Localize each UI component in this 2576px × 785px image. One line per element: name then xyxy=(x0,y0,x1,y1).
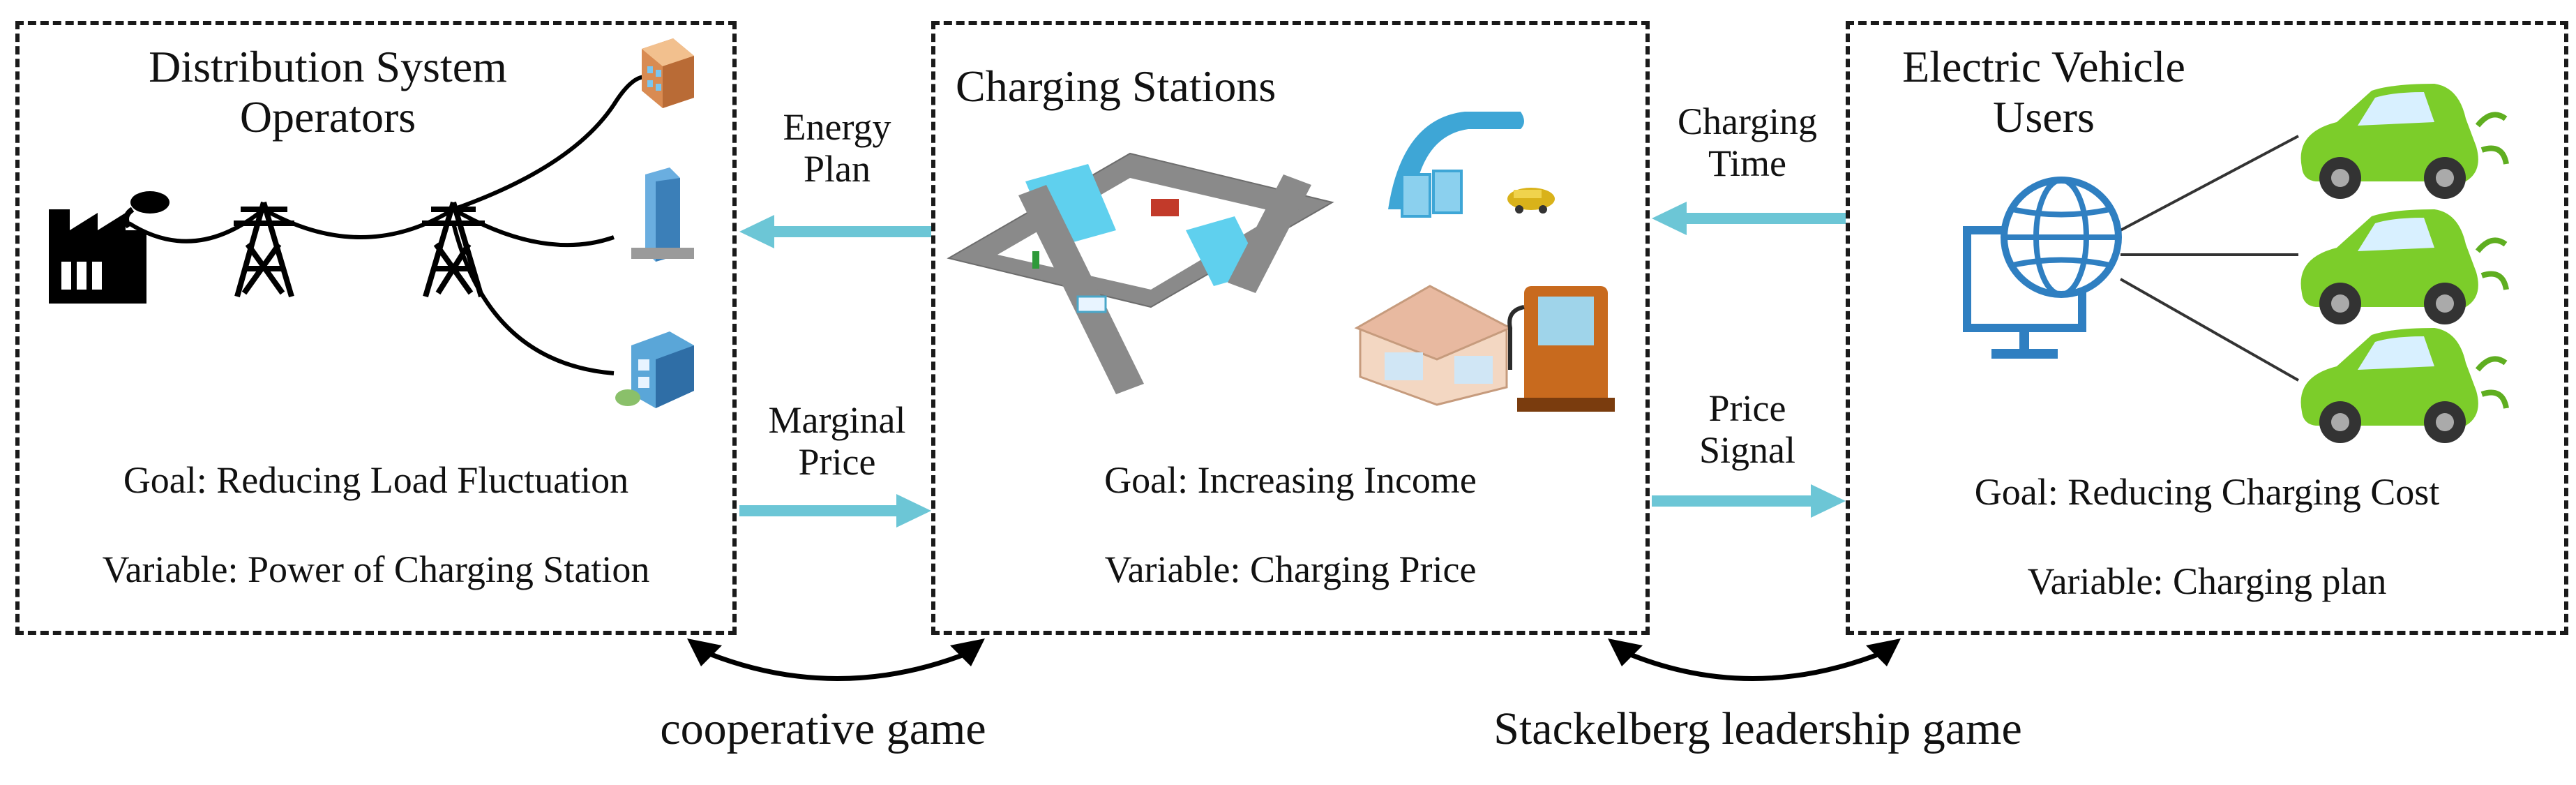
price-signal-label: Price Signal xyxy=(1660,387,1835,472)
transmission-tower-icon xyxy=(234,201,294,298)
factory-icon xyxy=(49,191,170,304)
cooperative-game-arc xyxy=(687,638,985,681)
power-line xyxy=(128,207,615,248)
electric-car-icon xyxy=(2300,328,2509,443)
price-signal-arrow xyxy=(1652,484,1846,518)
ev-title-line2: Users xyxy=(1993,91,2095,142)
electric-car-icon xyxy=(2300,209,2509,324)
energy-plan-label: Energy Plan xyxy=(753,106,921,190)
dso-title-line1: Distribution System xyxy=(149,42,507,91)
charging-time-arrow xyxy=(1652,202,1846,235)
ev-variable: Variable: Charging plan xyxy=(2027,560,2387,602)
dso-box xyxy=(15,21,737,635)
apartment-building-icon xyxy=(642,38,694,108)
power-line-to-building-3 xyxy=(451,223,615,375)
energy-plan-line2: Plan xyxy=(803,148,871,190)
stackelberg-game-label: Stackelberg leadership game xyxy=(1493,703,2022,754)
marginal-price-line1: Marginal xyxy=(768,399,906,441)
energy-plan-line1: Energy xyxy=(783,106,891,148)
bus-marker xyxy=(1076,295,1107,313)
dso-goal: Goal: Reducing Load Fluctuation xyxy=(123,459,629,501)
power-grid-illustration xyxy=(49,38,694,408)
ev-title: Electric Vehicle Users xyxy=(1855,42,2232,142)
cs-goal: Goal: Increasing Income xyxy=(1104,459,1477,501)
charging-time-line1: Charging xyxy=(1678,100,1817,142)
dso-title-line2: Operators xyxy=(239,91,416,142)
office-tower-icon xyxy=(631,167,694,262)
ev-goal: Goal: Reducing Charging Cost xyxy=(1974,471,2440,513)
fuel-pump-icon xyxy=(1507,286,1615,412)
stackelberg-game-arc xyxy=(1608,638,1901,681)
globe-monitor-icon xyxy=(1963,177,2122,359)
dso-title: Distribution System Operators xyxy=(84,42,572,142)
cs-title: Charging Stations xyxy=(956,61,1276,111)
ev-title-line1: Electric Vehicle xyxy=(1902,42,2185,91)
service-station-icon xyxy=(1354,285,1513,406)
charging-time-label: Charging Time xyxy=(1660,100,1835,185)
ev-users-box xyxy=(1846,21,2568,635)
marginal-price-line2: Price xyxy=(798,441,876,484)
power-line-to-building-1 xyxy=(453,75,646,211)
cs-variable: Variable: Charging Price xyxy=(1104,548,1477,590)
charging-stations-box xyxy=(931,21,1650,635)
price-signal-line1: Price xyxy=(1708,387,1786,429)
electric-car-icon xyxy=(2300,84,2509,199)
marginal-price-arrow xyxy=(739,494,931,528)
gas-station-icon xyxy=(1388,112,1555,218)
charging-time-line2: Time xyxy=(1708,142,1787,185)
price-signal-line2: Signal xyxy=(1698,429,1795,472)
marginal-price-label: Marginal Price xyxy=(750,399,924,484)
house-building-icon xyxy=(615,331,694,408)
energy-plan-arrow xyxy=(739,215,931,248)
car-marker xyxy=(1151,199,1179,216)
cooperative-game-label: cooperative game xyxy=(660,703,986,754)
dso-variable: Variable: Power of Charging Station xyxy=(102,548,650,590)
